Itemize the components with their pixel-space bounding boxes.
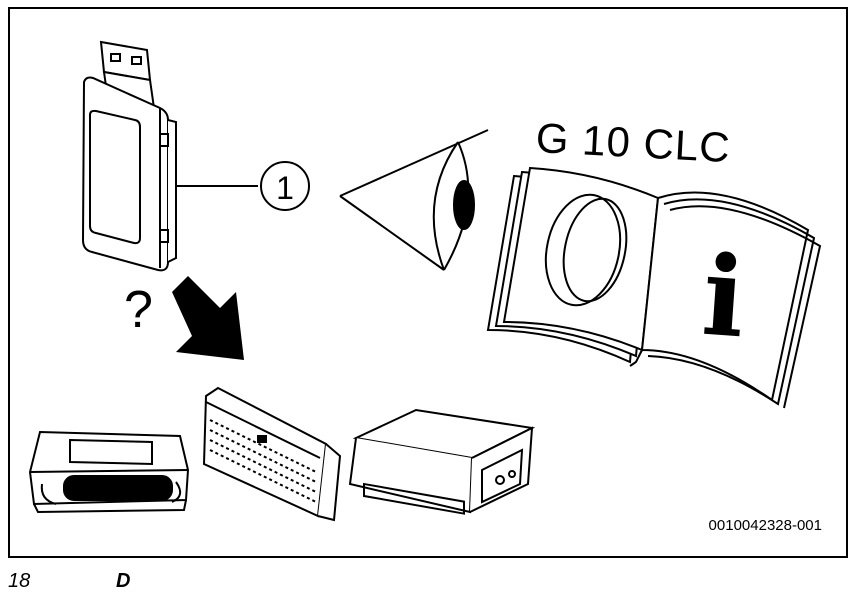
- ceiling-floor-unit-icon: [202, 386, 342, 522]
- page-number: 18: [8, 570, 31, 592]
- arrow-down-right-icon: [172, 276, 244, 360]
- ducted-unit-icon: [348, 408, 536, 515]
- figure-reference-code: 0010042328-001: [708, 517, 822, 534]
- figure-frame: [8, 7, 848, 558]
- question-mark: ?: [124, 281, 153, 339]
- book-title: G 10 CLC: [534, 114, 732, 172]
- info-symbol: i: [698, 230, 750, 363]
- eye-icon: [339, 129, 489, 271]
- callout-number: 1: [276, 170, 294, 206]
- manual-book-icon: [486, 166, 822, 409]
- callout-circle: [260, 161, 310, 211]
- cassette-unit-icon: [28, 430, 190, 514]
- usb-dongle-icon: [81, 40, 177, 272]
- language-code: D: [116, 570, 131, 592]
